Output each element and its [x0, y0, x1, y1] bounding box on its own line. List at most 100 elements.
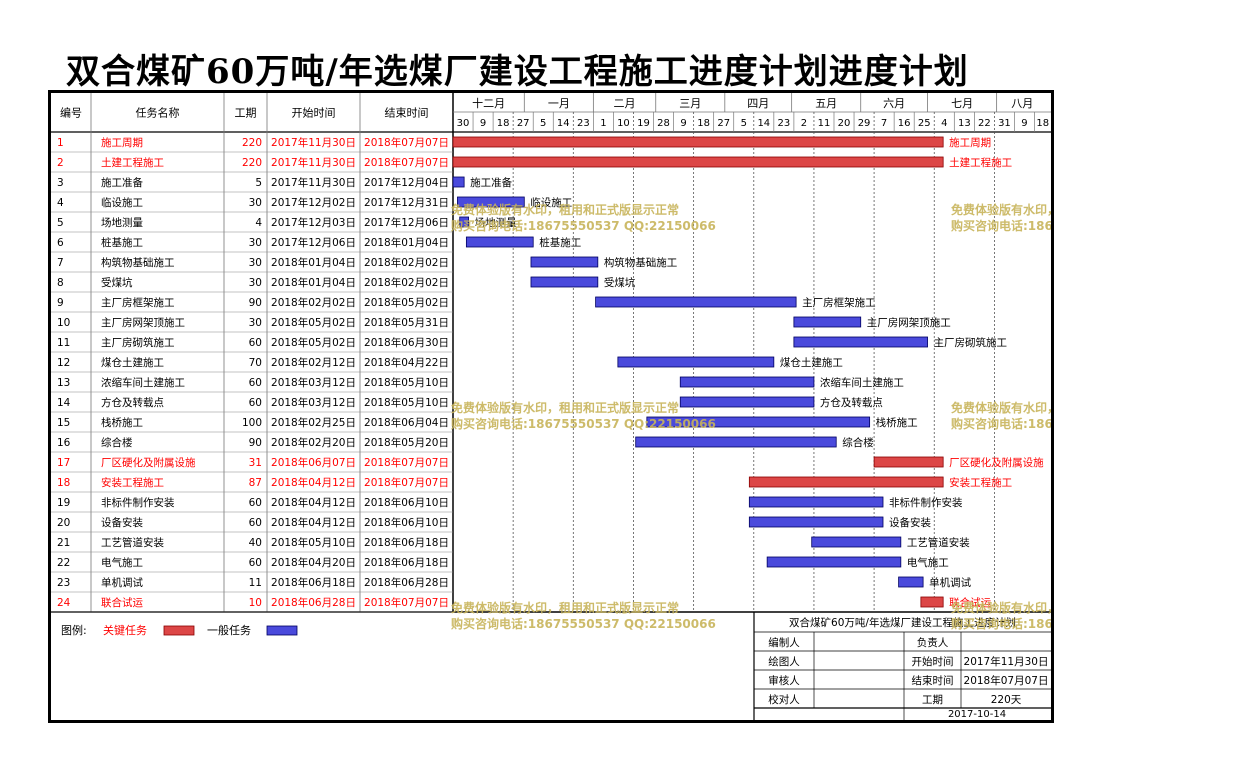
watermark-line1: 免费体验版有水印，租用和正式版显示正常	[451, 400, 679, 415]
info-duration_value: 220天	[991, 694, 1022, 706]
task-start: 2018年02月02日	[271, 296, 356, 309]
task-end: 2018年06月04日	[364, 416, 449, 429]
task-id: 19	[57, 497, 70, 509]
task-name: 受煤坑	[101, 276, 133, 289]
table-grid	[51, 93, 1051, 613]
month-label: 七月	[951, 97, 973, 110]
task-duration: 220	[242, 137, 262, 149]
task-duration: 31	[249, 457, 262, 469]
header-id: 编号	[60, 106, 82, 120]
task-bar	[748, 516, 884, 528]
task-bar-label: 电气施工	[907, 556, 949, 569]
task-duration: 60	[249, 377, 262, 389]
task-name: 主厂房砌筑施工	[101, 336, 175, 349]
info-duration_label: 工期	[922, 694, 943, 706]
task-start: 2018年04月20日	[271, 556, 356, 569]
task-id: 2	[57, 157, 64, 169]
task-end: 2017年12月06日	[364, 216, 449, 229]
task-id: 5	[57, 217, 64, 229]
task-bar	[530, 256, 599, 268]
task-name: 单机调试	[101, 576, 143, 589]
task-end: 2018年07月07日	[364, 456, 449, 469]
legend-critical-swatch	[163, 625, 195, 636]
task-bar	[898, 576, 924, 588]
task-bar-label: 厂区硬化及附属设施	[949, 456, 1044, 469]
task-bar-label: 方仓及转载点	[820, 396, 883, 409]
task-id: 13	[57, 377, 70, 389]
header-end: 结束时间	[385, 107, 429, 120]
task-bar	[459, 216, 469, 228]
month-label: 三月	[679, 97, 701, 110]
task-start: 2018年06月18日	[271, 576, 356, 589]
month-label: 二月	[614, 97, 636, 110]
task-bar-label: 安装工程施工	[949, 476, 1012, 489]
task-bar-label: 场地测量	[475, 216, 517, 229]
task-end: 2018年07月07日	[364, 156, 449, 169]
legend-critical-text: 关键任务	[103, 623, 147, 637]
task-bar-label: 单机调试	[929, 576, 971, 589]
task-duration: 60	[249, 557, 262, 569]
task-name: 厂区硬化及附属设施	[101, 456, 196, 469]
week-tick-label: 14	[557, 118, 570, 129]
task-bar	[452, 176, 465, 188]
info-responsible: 负责人	[917, 636, 949, 649]
week-tick-label: 9	[1021, 118, 1027, 129]
task-bar-label: 主厂房框架施工	[802, 296, 876, 309]
task-start: 2018年06月28日	[271, 596, 356, 609]
task-duration: 220	[242, 157, 262, 169]
task-bar	[920, 596, 944, 608]
task-name: 煤仓土建施工	[101, 356, 164, 369]
task-id: 11	[57, 337, 70, 349]
task-name: 场地测量	[101, 216, 143, 229]
task-start: 2018年02月20日	[271, 436, 356, 449]
task-id: 21	[57, 537, 70, 549]
week-tick-label: 18	[1036, 118, 1049, 129]
task-duration: 30	[249, 197, 262, 209]
task-id: 18	[57, 477, 70, 489]
task-id: 6	[57, 237, 64, 249]
task-bar	[748, 476, 944, 488]
week-tick-label: 11	[818, 118, 831, 129]
task-id: 9	[57, 297, 64, 309]
task-bar	[679, 376, 815, 388]
watermark-line1: 免费体验版有水印，租用和正式版显示正常	[951, 400, 1051, 415]
task-start: 2017年12月02日	[271, 196, 356, 209]
task-bar-label: 浓缩车间土建施工	[820, 376, 904, 389]
week-tick-label: 7	[881, 118, 887, 129]
info-date: 2017-10-14	[948, 709, 1006, 720]
month-label: 一月	[548, 97, 570, 110]
task-name: 栈桥施工	[101, 416, 143, 429]
task-start: 2018年02月12日	[271, 356, 356, 369]
info-end_value: 2018年07月07日	[964, 674, 1049, 687]
week-tick-label: 9	[680, 118, 686, 129]
task-end: 2018年04月22日	[364, 356, 449, 369]
task-duration: 30	[249, 277, 262, 289]
task-id: 3	[57, 177, 64, 189]
task-start: 2018年05月10日	[271, 536, 356, 549]
task-id: 20	[57, 517, 70, 529]
week-tick-label: 28	[657, 118, 670, 129]
info-checker: 校对人	[768, 693, 800, 706]
task-end: 2018年06月28日	[364, 576, 449, 589]
task-end: 2018年05月10日	[364, 396, 449, 409]
header-name: 任务名称	[136, 106, 180, 120]
task-name: 桩基施工	[101, 236, 143, 249]
task-end: 2018年06月30日	[364, 336, 449, 349]
month-label: 十二月	[472, 96, 505, 110]
watermark-line2: 购买咨询电话:18675550537 QQ:22150066	[951, 416, 1051, 431]
week-tick-label: 23	[777, 118, 790, 129]
week-tick-label: 31	[998, 118, 1011, 129]
task-bar-label: 施工周期	[949, 136, 991, 149]
info-reviewer: 审核人	[768, 674, 800, 687]
watermark-line2: 购买咨询电话:18675550537 QQ:22150066	[451, 616, 716, 631]
task-start: 2017年11月30日	[271, 176, 356, 189]
task-bar-label: 综合楼	[842, 436, 874, 449]
task-name: 主厂房框架施工	[101, 296, 175, 309]
task-bar	[748, 496, 884, 508]
week-tick-label: 10	[617, 118, 630, 129]
task-duration: 40	[249, 537, 262, 549]
task-bar	[452, 136, 944, 148]
task-name: 施工准备	[101, 176, 143, 189]
task-bar-label: 受煤坑	[604, 276, 636, 289]
